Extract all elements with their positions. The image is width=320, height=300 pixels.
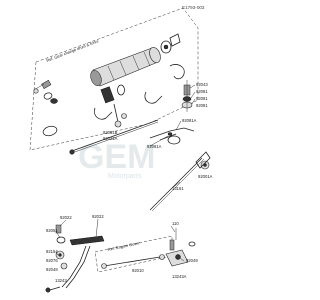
exploded-parts-diagram: GEM Motorparts E1793-003 Ref. Gear chang… — [29, 5, 213, 293]
linkage-arm — [165, 228, 196, 267]
shift-fork-shaft — [69, 119, 159, 155]
part-label: 92081B — [103, 130, 118, 135]
leader-lines — [55, 84, 196, 262]
watermark-text: GEM — [78, 138, 155, 176]
part-label: 92051 — [46, 228, 58, 233]
part-label: 92010 — [132, 268, 144, 273]
part-number-labels: 92043 92081 92081 92081 92081A 92081B 92… — [46, 82, 213, 283]
shift-shaft — [149, 151, 211, 212]
part-label: 13243 — [55, 278, 67, 283]
part-label: 92154 — [46, 249, 58, 254]
part-label: 13161 — [172, 186, 184, 191]
diagram-code: E1793-003 — [182, 5, 205, 10]
part-label: 92043 — [196, 82, 208, 87]
bolt-group — [33, 79, 58, 104]
part-label: 92081 — [196, 103, 208, 108]
part-label: 92081A — [147, 144, 162, 149]
part-label: 13243A — [172, 274, 187, 279]
watermark-subtext: Motorparts — [108, 173, 142, 180]
part-label: 92076 — [46, 258, 58, 263]
engine-cover-reference-label: Ref. Engine Cover — [107, 240, 141, 252]
part-label: 92081 — [196, 89, 208, 94]
snap-ring — [42, 125, 58, 137]
part-label: 92081 — [196, 96, 208, 101]
shift-pedal-assembly — [45, 224, 105, 293]
engine-cover-reference-box: Ref. Engine Cover — [94, 235, 173, 273]
part-label: 92022 — [92, 214, 104, 219]
part-label: 92048 — [46, 267, 58, 272]
part-label: 92049 — [186, 258, 198, 263]
part-label: 110 — [172, 221, 179, 226]
part-label: 92081A — [182, 118, 197, 123]
part-label: 92022 — [60, 215, 72, 220]
gear-change-reference-label: Ref. Gear change drum & forks — [46, 38, 99, 63]
gear-change-drum — [90, 33, 181, 104]
part-label: 92001A — [198, 174, 213, 179]
part-label: 92022A — [103, 136, 118, 141]
shift-forks — [93, 64, 185, 128]
detent-arm-stack — [181, 80, 193, 112]
